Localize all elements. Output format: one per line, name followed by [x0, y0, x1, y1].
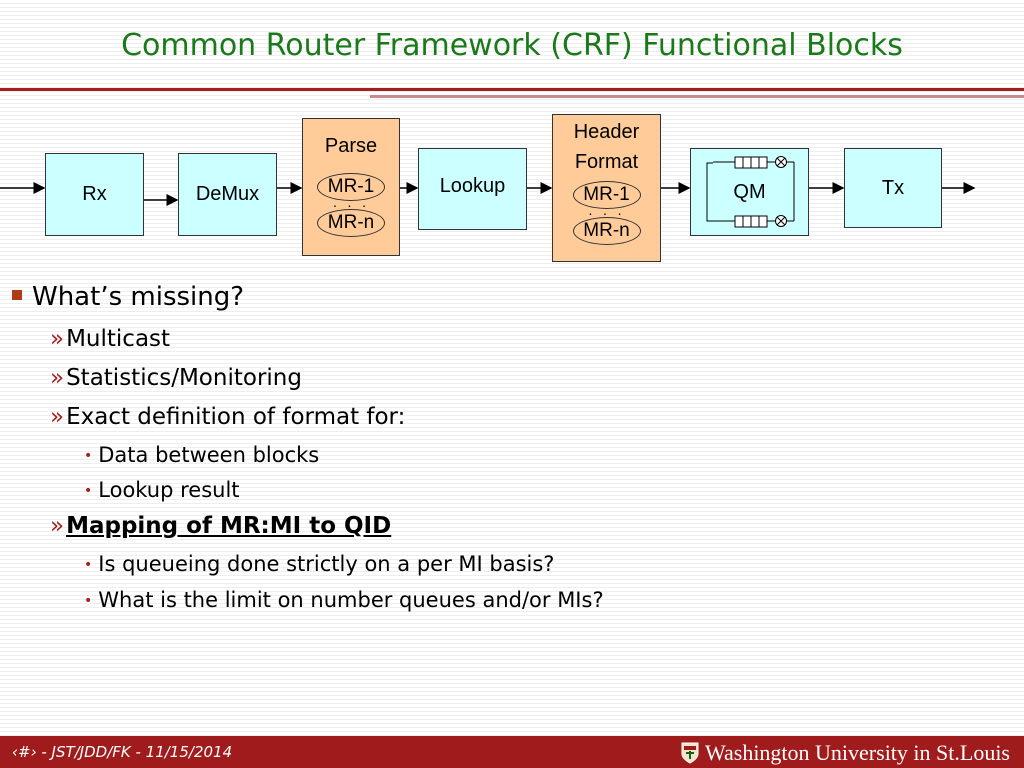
queue-icon: [706, 156, 795, 228]
header-format-line1: Header: [573, 121, 640, 143]
footer-bar: ‹#› - JST/JDD/FK - 11/15/2014 Washington…: [0, 736, 1024, 768]
title-rule-secondary: [370, 95, 1024, 98]
bullet-statistics: »Statistics/Monitoring: [50, 365, 302, 391]
header-dots: · · ·: [588, 205, 625, 221]
rx-block: Rx: [45, 153, 144, 236]
dot-bullet-icon: •: [84, 483, 93, 499]
bullet-text: Is queueing done strictly on a per MI ba…: [98, 552, 555, 576]
parse-dots: · · ·: [332, 197, 370, 213]
bullet-text: What is the limit on number queues and/o…: [98, 588, 604, 612]
dot-bullet-icon: •: [84, 557, 93, 573]
bullet-queueing-per-mi: • Is queueing done strictly on a per MI b…: [84, 552, 554, 576]
dot-bullet-icon: •: [84, 448, 93, 464]
bullet-text: Mapping of MR:MI to QID: [66, 513, 392, 539]
footer-text: ‹#› - JST/JDD/FK - 11/15/2014: [12, 743, 233, 761]
bullet-text: Multicast: [66, 326, 171, 352]
header-mr1-oval: MR-1: [572, 181, 641, 209]
parse-block: Parse MR-1 · · · MR-n: [302, 118, 400, 256]
bullet-text: Lookup result: [98, 478, 240, 502]
university-logo: Washington University in St.Louis: [681, 740, 1010, 766]
header-format-line2: Format: [574, 151, 639, 173]
bullet-whats-missing: What’s missing?: [12, 282, 244, 312]
lookup-label: Lookup: [439, 175, 506, 197]
square-bullet-icon: [12, 289, 22, 300]
tx-label: Tx: [881, 177, 905, 199]
header-format-block: Header Format MR-1 · · · MR-n: [552, 114, 661, 262]
qm-block: QM: [690, 148, 809, 236]
dot-bullet-icon: •: [84, 593, 93, 609]
bullet-multicast: »Multicast: [50, 326, 170, 352]
parse-label: Parse: [324, 135, 378, 157]
bullet-exact-definition: »Exact definition of format for:: [50, 404, 405, 430]
shield-icon: [681, 742, 699, 764]
title-rule: [0, 88, 1024, 91]
chevron-bullet-icon: »: [50, 326, 65, 352]
bullet-text: What’s missing?: [32, 282, 245, 312]
bullet-data-between-blocks: • Data between blocks: [84, 443, 319, 467]
chevron-bullet-icon: »: [50, 365, 65, 391]
parse-mrn-oval: MR-n: [317, 209, 385, 237]
chevron-bullet-icon: »: [50, 404, 65, 430]
demux-block: DeMux: [178, 153, 277, 236]
bullet-mapping: »Mapping of MR:MI to QID: [50, 513, 391, 539]
block-diagram: Rx DeMux Parse MR-1 · · · MR-n Lookup He…: [0, 110, 1024, 270]
university-name: Washington University in St.Louis: [704, 740, 1010, 765]
slide-title: Common Router Framework (CRF) Functional…: [121, 28, 903, 63]
lookup-block: Lookup: [418, 148, 527, 230]
chevron-bullet-icon: »: [50, 513, 65, 539]
bullet-text: Exact definition of format for:: [66, 404, 406, 430]
parse-mr1-oval: MR-1: [317, 173, 385, 201]
bullet-queue-limit: • What is the limit on number queues and/…: [84, 588, 604, 612]
header-mrn-oval: MR-n: [572, 217, 641, 245]
bullet-lookup-result: • Lookup result: [84, 478, 240, 502]
rx-label: Rx: [82, 183, 107, 205]
bullet-text: Data between blocks: [98, 443, 320, 467]
bullet-text: Statistics/Monitoring: [66, 365, 302, 391]
tx-block: Tx: [844, 148, 942, 228]
qm-label: QM: [733, 180, 766, 203]
diagram-arrows: [0, 182, 976, 206]
demux-label: DeMux: [195, 183, 260, 205]
